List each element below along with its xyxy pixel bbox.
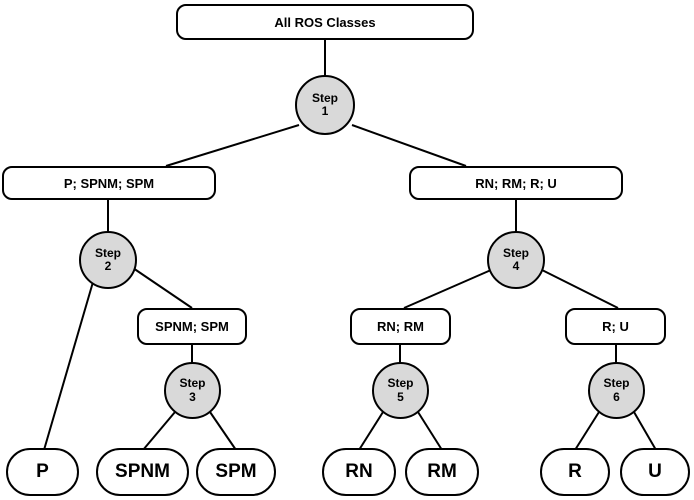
step-word: Step: [179, 376, 206, 391]
edge-step3-leafspm: [209, 411, 237, 451]
edge-step5-leafrm: [417, 411, 443, 451]
node-step-6[interactable]: Step 6: [588, 362, 645, 419]
edge-step2-groupspnm: [132, 267, 193, 309]
step-number: 1: [321, 104, 329, 118]
node-step-2[interactable]: Step 2: [79, 231, 137, 289]
node-group-left[interactable]: P; SPNM; SPM: [2, 166, 216, 200]
step-word: Step: [94, 245, 121, 260]
edge-step3-leafspnm: [142, 411, 176, 451]
edge-step1-groupright: [351, 124, 467, 167]
node-label: RN; RM; R; U: [475, 175, 557, 191]
node-label: RM: [427, 461, 457, 482]
node-label: U: [648, 461, 662, 482]
node-step-3[interactable]: Step 3: [164, 362, 221, 419]
node-leaf-r[interactable]: R: [540, 448, 610, 496]
node-group-r-u[interactable]: R; U: [565, 308, 666, 345]
step-number: 4: [512, 259, 520, 273]
step-word: Step: [387, 376, 414, 391]
node-label: SPNM; SPM: [155, 319, 229, 334]
node-label: P: [36, 461, 49, 482]
node-step-4[interactable]: Step 4: [487, 231, 545, 289]
step-number: 3: [189, 389, 196, 404]
node-label: SPNM: [115, 461, 170, 482]
edge-step4-groupru: [541, 269, 619, 309]
step-number: 2: [104, 259, 112, 273]
node-group-right[interactable]: RN; RM; R; U: [409, 166, 623, 200]
node-label: RN; RM: [377, 319, 424, 334]
edge-step6-leafu: [633, 411, 657, 451]
node-label: R; U: [602, 319, 629, 334]
node-leaf-spm[interactable]: SPM: [196, 448, 276, 496]
step-number: 6: [613, 389, 620, 404]
node-label: P; SPNM; SPM: [63, 175, 155, 191]
edge-step4-grouprnrm: [403, 269, 492, 309]
node-label: All ROS Classes: [274, 14, 376, 30]
node-leaf-p[interactable]: P: [6, 448, 79, 496]
node-label: R: [568, 461, 582, 482]
node-label: RN: [345, 461, 373, 482]
step-word: Step: [502, 245, 529, 260]
node-label: SPM: [215, 461, 257, 482]
node-leaf-u[interactable]: U: [620, 448, 690, 496]
edge-step1-groupleft: [165, 124, 300, 167]
node-leaf-rm[interactable]: RM: [405, 448, 479, 496]
edge-step2-leafp: [43, 281, 94, 451]
node-group-spnm-spm[interactable]: SPNM; SPM: [137, 308, 247, 345]
node-leaf-rn[interactable]: RN: [322, 448, 396, 496]
node-all-ros-classes[interactable]: All ROS Classes: [176, 4, 474, 40]
node-group-rn-rm[interactable]: RN; RM: [350, 308, 451, 345]
node-leaf-spnm[interactable]: SPNM: [96, 448, 189, 496]
step-number: 5: [397, 389, 404, 404]
node-step-1[interactable]: Step 1: [295, 75, 355, 135]
node-step-5[interactable]: Step 5: [372, 362, 429, 419]
step-word: Step: [603, 376, 630, 391]
edge-step6-leafr: [574, 411, 600, 451]
step-word: Step: [311, 90, 338, 105]
edge-step5-leafrn: [358, 411, 384, 451]
